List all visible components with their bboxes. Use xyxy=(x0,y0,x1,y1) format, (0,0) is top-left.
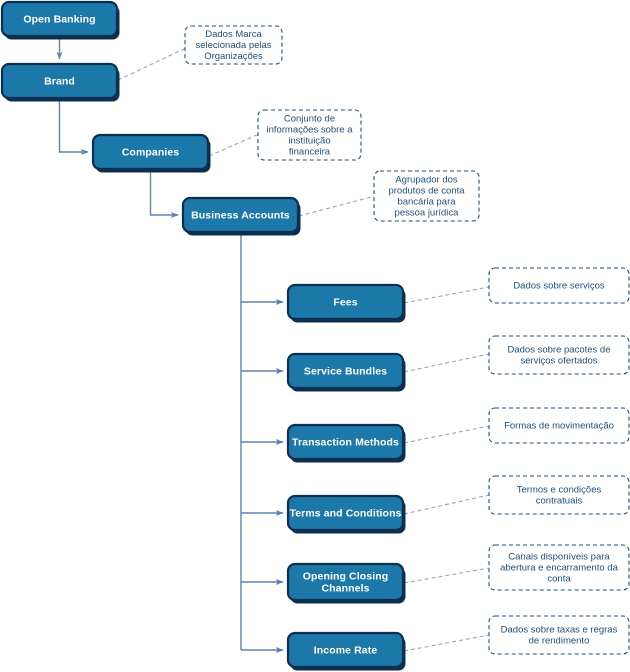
node-open-banking-box[interactable] xyxy=(0,0,119,38)
node-service-bundles-label: Service Bundles xyxy=(304,365,387,377)
note-opening-closing-box xyxy=(488,544,630,591)
node-business-accounts[interactable]: Business Accounts xyxy=(181,196,301,236)
note-companies-box xyxy=(257,109,362,161)
leader-service-bundles-note xyxy=(403,353,490,373)
node-brand-box[interactable] xyxy=(0,62,119,100)
node-opening-closing-channels-box[interactable] xyxy=(286,562,405,602)
leader-business-accounts-note xyxy=(298,195,376,217)
leader-companies-note xyxy=(208,133,260,157)
note-service-bundles-box xyxy=(488,335,630,375)
node-open-banking-label: Open Banking xyxy=(23,13,95,25)
node-service-bundles[interactable]: Service Bundles xyxy=(286,352,406,392)
note-fees: Dados sobre serviços xyxy=(488,267,630,304)
node-business-accounts-label: Business Accounts xyxy=(191,209,290,221)
node-companies-box[interactable] xyxy=(91,133,210,171)
node-transaction-methods-label: Transaction Methods xyxy=(292,436,399,448)
note-brand-box xyxy=(184,25,283,65)
node-brand-label: Brand xyxy=(44,75,75,87)
node-open-banking[interactable]: Open Banking xyxy=(0,0,120,40)
node-fees-label: Fees xyxy=(333,296,357,308)
node-income-rate[interactable]: Income Rate xyxy=(286,631,406,671)
node-terms-and-conditions[interactable]: Terms and Conditions xyxy=(286,494,406,534)
node-terms-and-conditions-box[interactable] xyxy=(286,494,405,532)
node-transaction-methods[interactable]: Transaction Methods xyxy=(286,423,406,463)
leader-terms-and-conditions-note xyxy=(403,494,490,515)
note-transaction-methods-text: Formas de movimentação xyxy=(504,420,614,431)
note-transaction-methods: Formas de movimentação xyxy=(488,407,630,444)
node-transaction-methods-box[interactable] xyxy=(286,423,405,461)
tree-connectors xyxy=(56,36,284,653)
node-service-bundles-box[interactable] xyxy=(286,352,405,390)
leader-income-rate-note xyxy=(403,634,490,652)
leader-transaction-methods-note xyxy=(403,425,490,444)
node-companies[interactable]: Companies xyxy=(91,133,211,173)
node-income-rate-label: Income Rate xyxy=(314,644,378,656)
leader-brand-note xyxy=(117,47,187,81)
note-business-accounts-box xyxy=(373,170,480,222)
node-terms-and-conditions-label: Terms and Conditions xyxy=(289,507,401,519)
note-income-rate-box xyxy=(488,615,630,655)
note-transaction-methods-box xyxy=(488,407,630,444)
note-leaders xyxy=(117,47,490,652)
note-terms-and-conditions-box xyxy=(488,475,630,515)
node-brand[interactable]: Brand xyxy=(0,62,120,102)
node-fees[interactable]: Fees xyxy=(286,283,406,323)
node-companies-label: Companies xyxy=(122,146,180,158)
node-income-rate-box[interactable] xyxy=(286,631,405,669)
edge-companies-to-business-accounts xyxy=(149,169,179,218)
note-fees-text: Dados sobre serviços xyxy=(513,280,605,291)
leader-opening-closing-note xyxy=(403,567,490,584)
leader-fees-note xyxy=(403,286,490,304)
edge-brand-to-companies xyxy=(58,98,89,155)
node-business-accounts-box[interactable] xyxy=(181,196,300,234)
node-fees-box[interactable] xyxy=(286,283,405,321)
note-fees-box xyxy=(488,267,630,304)
